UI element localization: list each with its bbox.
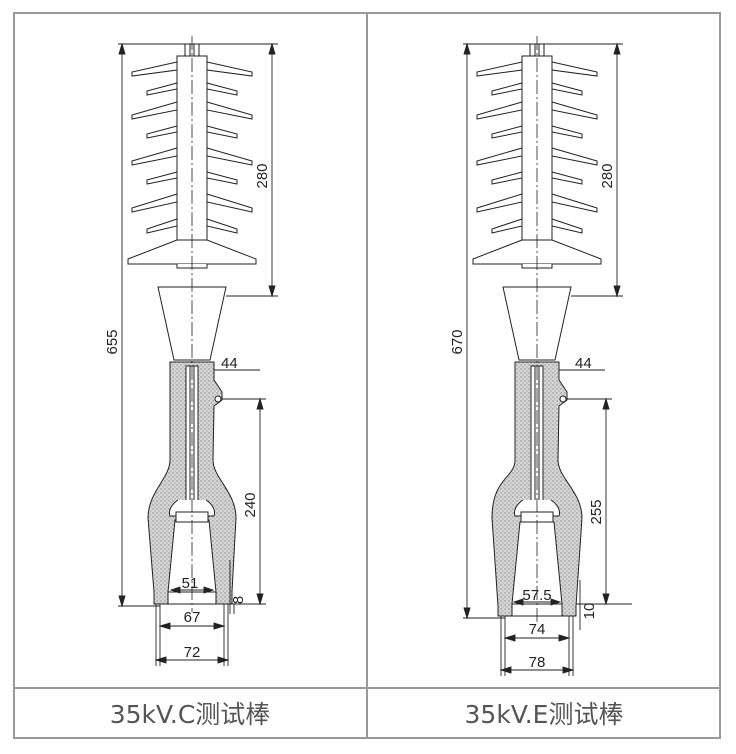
- dim-total-length: 670: [449, 329, 466, 354]
- dim-base-inner-width: 67: [184, 609, 201, 626]
- dim-base-inner-width: 74: [529, 621, 546, 638]
- dimension-labels-35kv-c: 655 280 44 240 51 8 67 72: [104, 163, 271, 661]
- dim-bore-diameter: 51: [182, 575, 199, 592]
- dim-neck-width: 44: [221, 355, 238, 372]
- grounding-lug: [559, 395, 567, 403]
- dim-lug-to-bottom: 255: [588, 499, 605, 524]
- dim-base-outer-width: 78: [529, 654, 546, 671]
- caption-35kv-e: 35kV.E测试棒: [464, 700, 624, 729]
- dim-shed-length: 280: [254, 163, 271, 188]
- caption-35kv-c: 35kV.C测试棒: [109, 700, 271, 729]
- dim-shed-length: 280: [599, 163, 616, 188]
- dimensions-35kv-e: [463, 42, 632, 676]
- grounding-lug: [214, 395, 222, 403]
- dimension-labels-35kv-e: 670 280 44 255 57.5 10 74 78: [449, 163, 616, 671]
- insulator-sheds: [127, 61, 257, 269]
- drawing-35kv-c: [127, 36, 257, 612]
- dim-lug-to-bottom: 240: [242, 492, 259, 517]
- dimensions-35kv-c: [118, 42, 278, 666]
- dim-base-outer-width: 72: [184, 644, 201, 661]
- dim-bore-diameter: 57.5: [522, 587, 551, 604]
- dim-neck-width: 44: [575, 355, 592, 372]
- dim-total-length: 655: [104, 329, 121, 354]
- dim-base-step: 10: [581, 603, 598, 620]
- dim-base-step: 8: [230, 596, 247, 604]
- drawing-35kv-e: [472, 36, 602, 624]
